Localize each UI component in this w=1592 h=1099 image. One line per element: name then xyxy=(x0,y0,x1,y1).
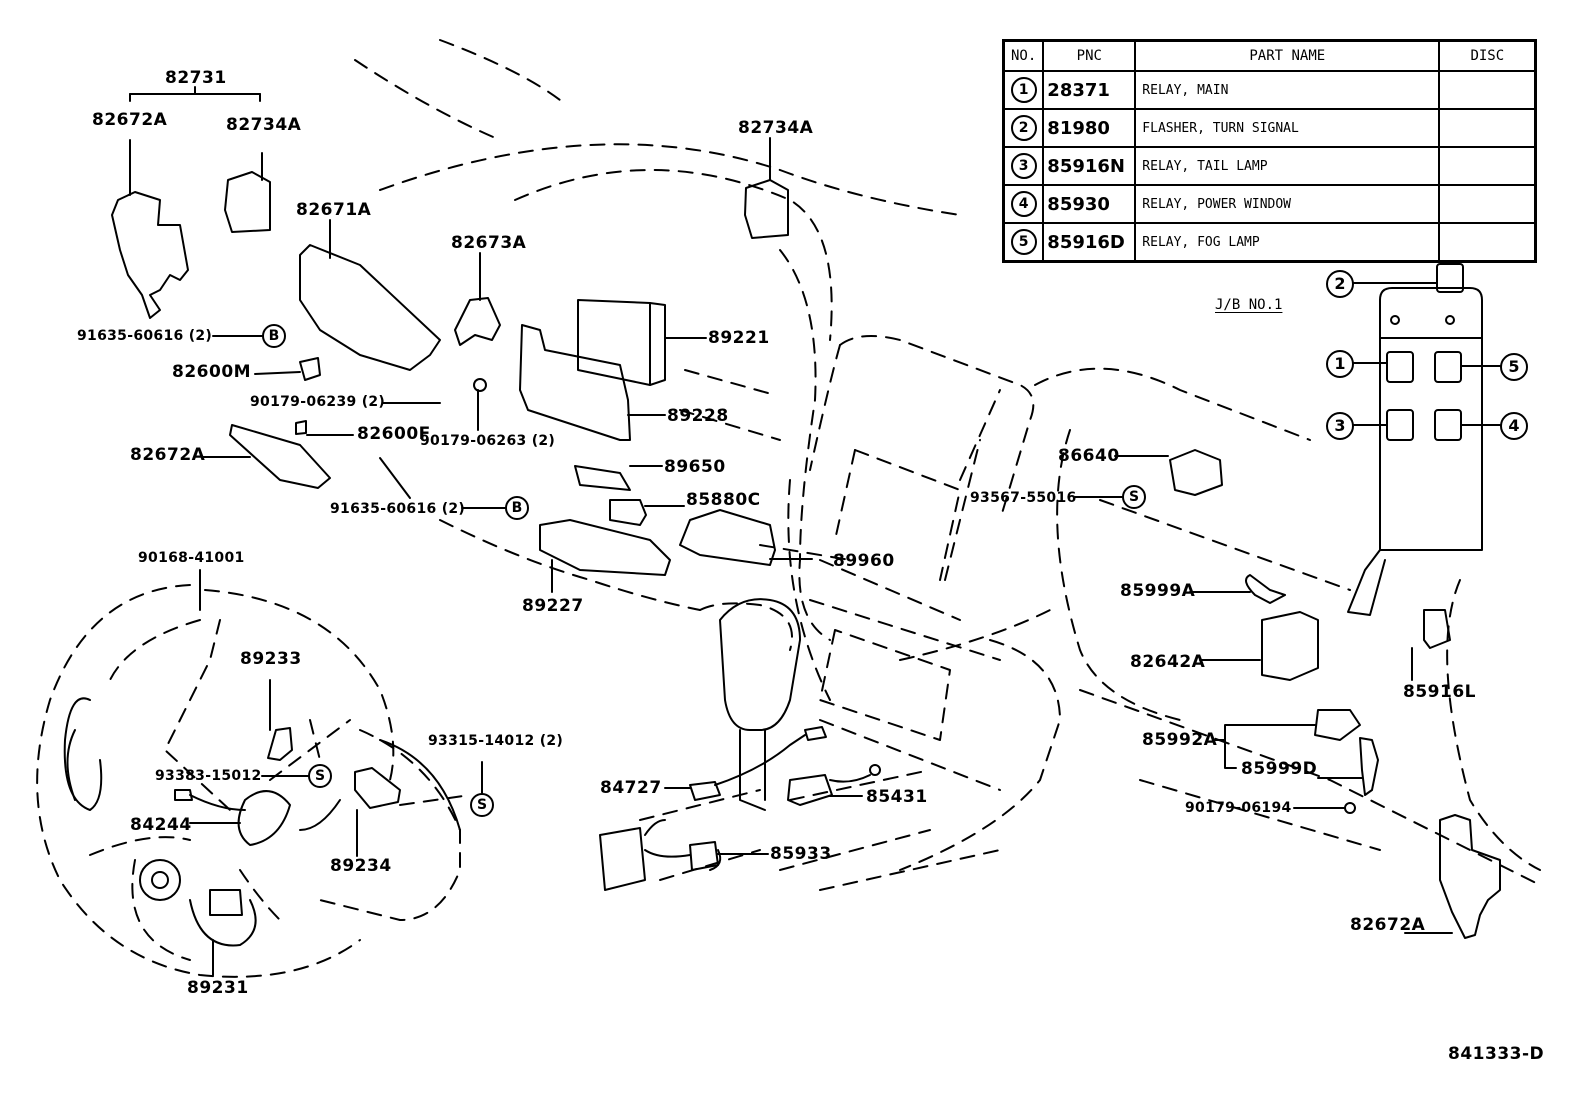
row-number: 3 xyxy=(1010,153,1037,179)
part-label-85431[interactable]: 85431 xyxy=(866,787,928,807)
table-row[interactable]: 4 85930 RELAY, POWER WINDOW xyxy=(1002,184,1537,224)
part-label-89227[interactable]: 89227 xyxy=(522,596,584,616)
part-label-90179-06239[interactable]: 90179-06239 (2) xyxy=(250,394,386,410)
table-row[interactable]: 3 85916N RELAY, TAIL LAMP xyxy=(1002,146,1537,186)
row-part-name: RELAY, FOG LAMP xyxy=(1134,222,1441,263)
row-disc xyxy=(1438,108,1537,148)
part-label-82642a[interactable]: 82642A xyxy=(1130,652,1206,672)
table-row[interactable]: 5 85916D RELAY, FOG LAMP xyxy=(1002,222,1537,263)
parts-table-header: NO. PNC PART NAME DISC xyxy=(1002,39,1537,72)
part-label-82734a[interactable]: 82734A xyxy=(226,115,302,135)
header-disc: DISC xyxy=(1438,39,1537,72)
screw-symbol: S xyxy=(470,793,494,817)
part-label-82600f[interactable]: 82600F xyxy=(357,424,431,444)
row-number: 2 xyxy=(1010,115,1037,141)
leader-lines xyxy=(129,86,1453,976)
row-number: 5 xyxy=(1010,229,1037,255)
row-pnc[interactable]: 28371 xyxy=(1042,70,1137,110)
part-label-91635-60616[interactable]: 91635-60616 (2) xyxy=(330,501,466,517)
part-label-91635-60616[interactable]: 91635-60616 (2) xyxy=(77,328,213,344)
part-label-86640[interactable]: 86640 xyxy=(1058,446,1120,466)
row-pnc[interactable]: 81980 xyxy=(1042,108,1137,148)
header-pnc: PNC xyxy=(1042,39,1137,72)
table-row[interactable]: 2 81980 FLASHER, TURN SIGNAL xyxy=(1002,108,1537,148)
screw-symbol: S xyxy=(308,764,332,788)
parts-table: NO. PNC PART NAME DISC 1 28371 RELAY, MA… xyxy=(1002,39,1538,263)
part-label-89221[interactable]: 89221 xyxy=(708,328,770,348)
part-label-85999a[interactable]: 85999A xyxy=(1120,581,1196,601)
shift-lever xyxy=(719,598,801,811)
part-label-85992a[interactable]: 85992A xyxy=(1142,730,1218,750)
part-label-85933[interactable]: 85933 xyxy=(770,844,832,864)
part-label-93567-55016[interactable]: 93567-55016 xyxy=(970,490,1077,506)
part-label-84244[interactable]: 84244 xyxy=(130,815,192,835)
row-pnc[interactable]: 85930 xyxy=(1042,184,1137,224)
bolt-symbol: B xyxy=(262,324,286,348)
part-label-85999d[interactable]: 85999D xyxy=(1241,759,1318,779)
row-part-name: RELAY, POWER WINDOW xyxy=(1134,184,1441,224)
row-part-name: RELAY, TAIL LAMP xyxy=(1134,146,1441,186)
part-label-89960[interactable]: 89960 xyxy=(833,551,895,571)
row-part-name: FLASHER, TURN SIGNAL xyxy=(1134,108,1441,148)
part-label-89234[interactable]: 89234 xyxy=(330,856,392,876)
part-label-82600m[interactable]: 82600M xyxy=(172,362,252,382)
row-number: 1 xyxy=(1010,77,1037,103)
row-disc xyxy=(1438,146,1537,186)
part-label-82672a[interactable]: 82672A xyxy=(92,110,168,130)
part-label-90168-41001[interactable]: 90168-41001 xyxy=(138,550,245,566)
table-row[interactable]: 1 28371 RELAY, MAIN xyxy=(1002,70,1537,110)
row-pnc[interactable]: 85916D xyxy=(1042,222,1137,263)
header-part-name: PART NAME xyxy=(1134,39,1441,72)
steering-wheel-solid xyxy=(63,697,461,831)
jb-callout-5[interactable]: 5 xyxy=(1500,353,1528,381)
row-part-name: RELAY, MAIN xyxy=(1134,70,1441,110)
jb-callout-1[interactable]: 1 xyxy=(1326,350,1354,378)
part-label-89650[interactable]: 89650 xyxy=(664,457,726,477)
jb-callout-4[interactable]: 4 xyxy=(1500,412,1528,440)
header-no: NO. xyxy=(1002,39,1045,72)
part-label-89231[interactable]: 89231 xyxy=(187,978,249,998)
dashboard-outline xyxy=(354,39,1541,891)
part-label-82673a[interactable]: 82673A xyxy=(451,233,527,253)
screw-symbol: S xyxy=(1122,485,1146,509)
part-label-82672a[interactable]: 82672A xyxy=(130,445,206,465)
junction-block-title: J/B NO.1 xyxy=(1215,297,1283,313)
row-disc xyxy=(1438,70,1537,110)
jb-callout-3[interactable]: 3 xyxy=(1326,412,1354,440)
part-label-82671a[interactable]: 82671A xyxy=(296,200,372,220)
part-label-85916l[interactable]: 85916L xyxy=(1403,682,1476,702)
row-disc xyxy=(1438,184,1537,224)
part-label-93315-14012[interactable]: 93315-14012 (2) xyxy=(428,733,564,749)
part-label-82734a[interactable]: 82734A xyxy=(738,118,814,138)
drawing-number: 841333-D xyxy=(1448,1044,1545,1064)
part-label-90179-06263[interactable]: 90179-06263 (2) xyxy=(420,433,556,449)
part-label-85880c[interactable]: 85880C xyxy=(686,490,761,510)
part-label-84727[interactable]: 84727 xyxy=(600,778,662,798)
bolt-symbol: B xyxy=(505,496,529,520)
jb-callout-2[interactable]: 2 xyxy=(1326,270,1354,298)
part-label-93383-15012[interactable]: 93383-15012 xyxy=(155,768,262,784)
part-label-89228[interactable]: 89228 xyxy=(667,406,729,426)
row-number: 4 xyxy=(1010,191,1037,217)
junction-block-art xyxy=(1347,263,1501,616)
part-label-90179-06194[interactable]: 90179-06194 xyxy=(1185,800,1292,816)
part-label-82731[interactable]: 82731 xyxy=(165,68,227,88)
row-disc xyxy=(1438,222,1537,263)
components xyxy=(111,171,1501,947)
part-label-89233[interactable]: 89233 xyxy=(240,649,302,669)
part-label-82672a[interactable]: 82672A xyxy=(1350,915,1426,935)
row-pnc[interactable]: 85916N xyxy=(1042,146,1137,186)
